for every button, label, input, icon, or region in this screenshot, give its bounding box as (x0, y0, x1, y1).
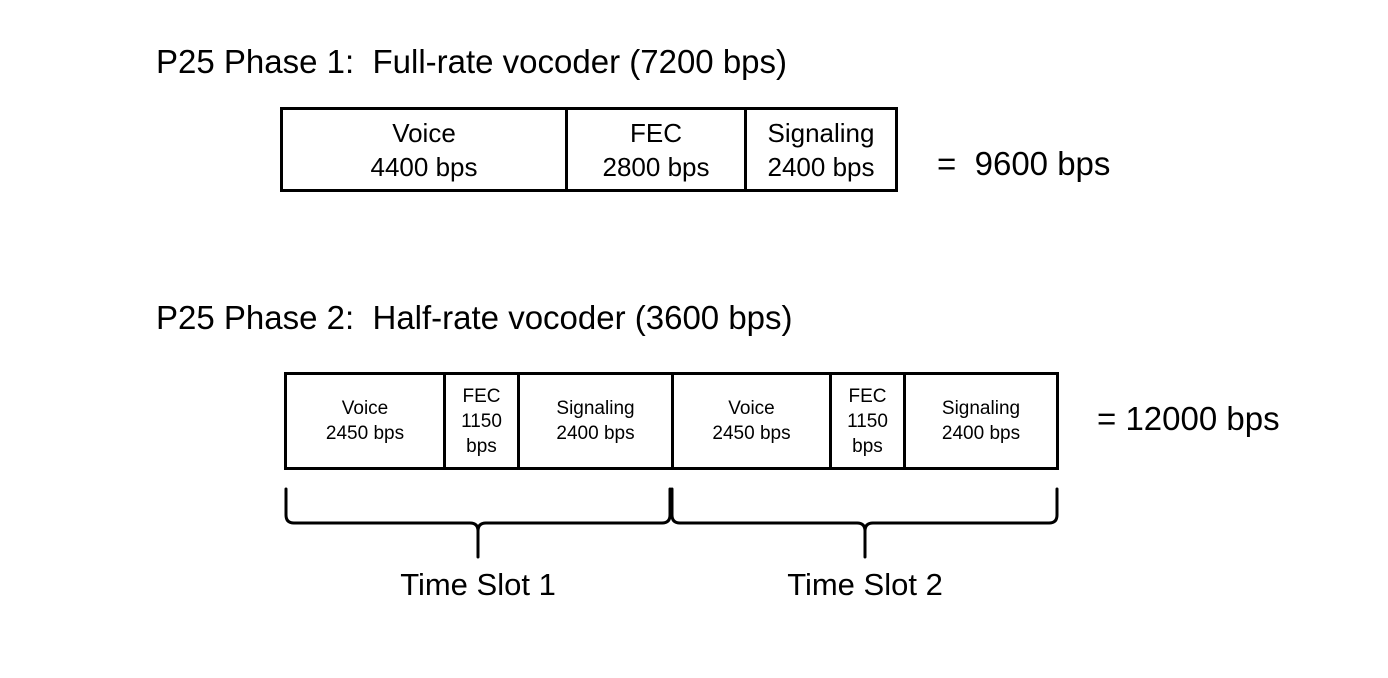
field-rate: 1150 bps (847, 410, 888, 457)
slot1-signaling-field: Signaling 2400 bps (520, 375, 674, 467)
field-name: Signaling (941, 398, 1021, 419)
phase1-total: = 9600 bps (937, 145, 1111, 182)
time-slot-1-label: Time Slot 1 (400, 567, 556, 602)
field-rate: 2450 bps (712, 423, 791, 444)
field-name: FEC (462, 385, 501, 407)
time-slot-1-brace (284, 487, 672, 559)
field-rate: 2400 bps (556, 423, 635, 444)
field-rate: 2400 bps (767, 151, 875, 182)
field-rate: 2800 bps (602, 151, 710, 182)
field-name: Voice (341, 398, 389, 419)
field-name: Signaling (556, 398, 635, 419)
phase1-signaling-field: Signaling 2400 bps (747, 110, 895, 189)
slot2-voice-field: Voice 2450 bps (674, 375, 832, 467)
time-slot-2-brace (670, 487, 1059, 559)
phase1-voice-field: Voice 4400 bps (283, 110, 568, 189)
slot2-fec-field: FEC 1150 bps (832, 375, 906, 467)
field-rate: 1150 bps (461, 410, 502, 457)
phase1-fec-field: FEC 2800 bps (568, 110, 747, 189)
field-rate: 2400 bps (941, 423, 1021, 444)
field-name: FEC (630, 117, 682, 148)
field-name: Voice (392, 117, 456, 148)
phase1-title: P25 Phase 1: Full-rate vocoder (7200 bps… (156, 43, 788, 80)
time-slot-2-label: Time Slot 2 (787, 567, 943, 602)
field-name: FEC (848, 385, 887, 407)
field-rate: 4400 bps (370, 151, 478, 182)
phase2-title: P25 Phase 2: Half-rate vocoder (3600 bps… (156, 299, 793, 336)
phase2-total: = 12000 bps (1097, 400, 1280, 437)
phase1-frame: Voice 4400 bps FEC 2800 bps Signaling 24… (280, 107, 898, 192)
field-name: Signaling (767, 117, 875, 148)
field-name: Voice (728, 398, 775, 419)
slot1-voice-field: Voice 2450 bps (287, 375, 446, 467)
field-rate: 2450 bps (325, 423, 405, 444)
slot2-signaling-field: Signaling 2400 bps (906, 375, 1056, 467)
phase2-frame: Voice 2450 bps FEC 1150 bps Signaling 24… (284, 372, 1059, 470)
slot1-fec-field: FEC 1150 bps (446, 375, 520, 467)
